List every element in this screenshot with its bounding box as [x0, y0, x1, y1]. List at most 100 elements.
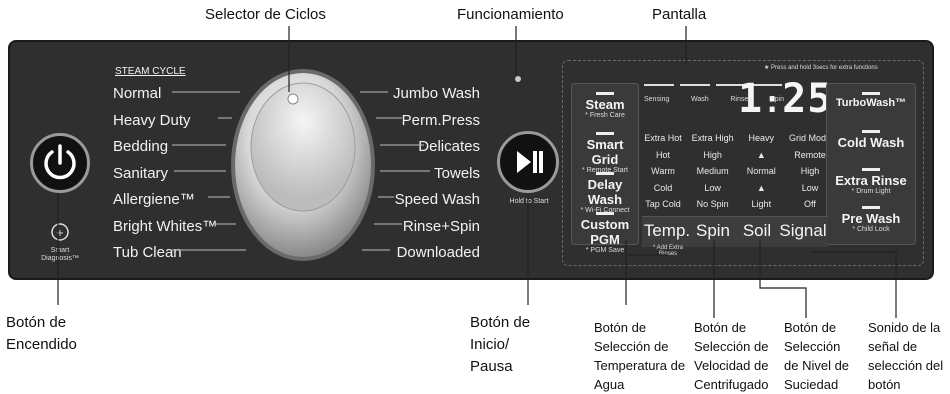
callout-pantalla: Pantalla — [652, 6, 707, 23]
status-label: Wash — [691, 96, 709, 103]
cycle-option[interactable]: Sanitary — [113, 164, 169, 182]
cycle-option[interactable]: Speed Wash — [394, 191, 480, 208]
option-sub: * Fresh Care — [585, 112, 625, 119]
steam-cycle-label: STEAM CYCLE — [115, 66, 186, 77]
cycle-option[interactable]: Rinse+Spin — [402, 217, 480, 235]
delay-wash-button[interactable]: Delay Wash * Wi-Fi Connect — [572, 172, 638, 214]
steam-button[interactable]: Steam * Fresh Care — [572, 92, 638, 119]
option-indicator-bar — [862, 92, 880, 95]
temp-button[interactable]: Temp. — [643, 221, 691, 240]
cycle-option[interactable]: Downloaded — [396, 244, 480, 261]
callout-soil: Botón de Selección de Nivel de Suciedad — [784, 320, 850, 392]
soil-level: Light — [751, 199, 772, 209]
callout-start-pause: Botón de Inicio/ Pausa — [470, 314, 531, 375]
operation-indicator-light — [515, 76, 521, 82]
spin-level: Low — [704, 182, 721, 193]
temp-level: Tap Cold — [645, 199, 681, 209]
callout-temp: Botón de Selección de Temperatura de Agu… — [594, 320, 686, 392]
cycle-option[interactable]: Tub Clean — [113, 244, 182, 261]
grid-mode-level: Remote — [794, 149, 826, 160]
option-indicator-bar — [862, 206, 880, 209]
start-pause-button[interactable] — [497, 131, 559, 193]
cycles-left-list: Normal Heavy Duty Bedding Sanitary Aller… — [113, 81, 217, 267]
callout-power: Botón de Encendido — [6, 314, 77, 353]
soil-column: Heavy ▲ Normal ▲ Light — [741, 130, 781, 213]
status-label: Spin — [769, 96, 784, 103]
custom-pgm-button[interactable]: Custom PGM * PGM Save — [572, 212, 638, 254]
time-hours: 1 — [738, 76, 764, 122]
grid-mode-level: Off — [804, 199, 816, 209]
option-indicator-bar — [862, 130, 880, 133]
cycle-option[interactable]: Allergiene™ — [113, 191, 195, 208]
pre-wash-button[interactable]: Pre Wash * Child Lock — [827, 206, 915, 233]
extra-rinse-button[interactable]: Extra Rinse * Drum Light — [827, 168, 915, 195]
soil-level: ▲ — [756, 182, 766, 193]
soil-level: Normal — [746, 166, 776, 176]
grid-mode-level: Grid Mode — [788, 133, 831, 143]
smart-grid-button[interactable]: Smart Grid * Remote Start — [572, 132, 638, 174]
option-indicator-bar — [862, 168, 880, 171]
settings-grid: Extra Hot Hot Warm Cold Tap Cold Extra H… — [642, 130, 832, 213]
option-title: Pre Wash — [841, 211, 901, 226]
svg-text:+: + — [56, 228, 64, 239]
temp-level: Hot — [655, 149, 670, 160]
option-title: Delay Wash — [587, 177, 623, 207]
option-indicator-bar — [596, 92, 614, 95]
smart-diagnosis-icon: + — [51, 223, 69, 241]
cycle-option[interactable]: Heavy Duty — [113, 111, 191, 129]
cycle-option[interactable]: Towels — [434, 164, 480, 182]
option-title: Steam — [585, 97, 625, 112]
cycle-selector-dial[interactable] — [228, 65, 378, 265]
option-title: TurboWash™ — [835, 97, 907, 109]
smart-diagnosis[interactable]: + Smart Diagnosis™ — [38, 222, 82, 263]
option-title: Smart Grid — [586, 137, 624, 167]
option-indicator-bar — [596, 132, 614, 135]
power-button[interactable] — [30, 133, 90, 193]
hold-to-start-label: Hold to Start — [509, 198, 549, 205]
option-sub: * PGM Save — [585, 247, 625, 254]
option-sub: * Child Lock — [852, 226, 890, 233]
option-sub: * Drum Light — [851, 188, 891, 195]
soil-button[interactable]: Soil — [742, 221, 772, 240]
status-bars — [644, 84, 782, 86]
temp-level: Cold — [653, 182, 673, 193]
option-sub: * Wi-Fi Connect — [580, 207, 630, 214]
cycle-option[interactable]: Perm.Press — [401, 111, 480, 129]
right-option-buttons: TurboWash™ Cold Wash Extra Rinse * Drum … — [826, 83, 916, 245]
grid-mode-level: Low — [801, 182, 819, 193]
cold-wash-button[interactable]: Cold Wash — [827, 130, 915, 150]
spin-button[interactable]: Spin — [695, 221, 731, 240]
soil-level: Heavy — [748, 133, 775, 143]
signal-button[interactable]: Signal — [779, 221, 827, 240]
cycle-option[interactable]: Bright Whites™ — [113, 217, 218, 235]
status-labels: Sensing Wash Rinse Spin — [644, 96, 784, 103]
cycle-option[interactable]: Jumbo Wash — [393, 85, 480, 102]
spin-column: Extra High High Medium Low No Spin — [691, 130, 735, 213]
press-hold-note: ★ Press and hold 3secs for extra functio… — [764, 65, 878, 71]
turbowash-button[interactable]: TurboWash™ — [827, 92, 915, 109]
display-panel — [562, 60, 924, 266]
soil-level: ▲ — [756, 149, 766, 160]
grid-mode-level: High — [800, 166, 820, 176]
option-sub: * Remote Start — [582, 167, 628, 174]
temp-level: Extra Hot — [644, 133, 682, 143]
callout-signal: Sonido de la señal de selección del botó… — [868, 320, 944, 392]
temp-level: Warm — [651, 166, 675, 176]
status-label: Sensing — [644, 96, 670, 103]
cycle-option[interactable]: Delicates — [418, 138, 480, 155]
dial-indicator — [287, 93, 299, 105]
smart-diagnosis-label-2: Diagnosis™ — [41, 255, 79, 262]
option-title: Cold Wash — [837, 135, 905, 150]
smart-diagnosis-label: Smart — [50, 247, 70, 254]
cycle-option[interactable]: Bedding — [113, 138, 169, 155]
left-option-buttons: Steam * Fresh Care Smart Grid * Remote S… — [571, 83, 639, 254]
option-indicator-bar — [596, 212, 614, 215]
option-title: Custom PGM — [580, 217, 630, 247]
cycle-option[interactable]: Normal — [113, 85, 162, 102]
time-minutes: 25 — [782, 76, 833, 122]
time-display: 1:25 — [738, 76, 833, 122]
spin-level: Medium — [696, 166, 729, 176]
cycles-right-list: Jumbo Wash Perm.Press Delicates Towels S… — [380, 81, 480, 267]
grid-mode-column: Grid Mode Remote High Low Off — [788, 130, 832, 213]
